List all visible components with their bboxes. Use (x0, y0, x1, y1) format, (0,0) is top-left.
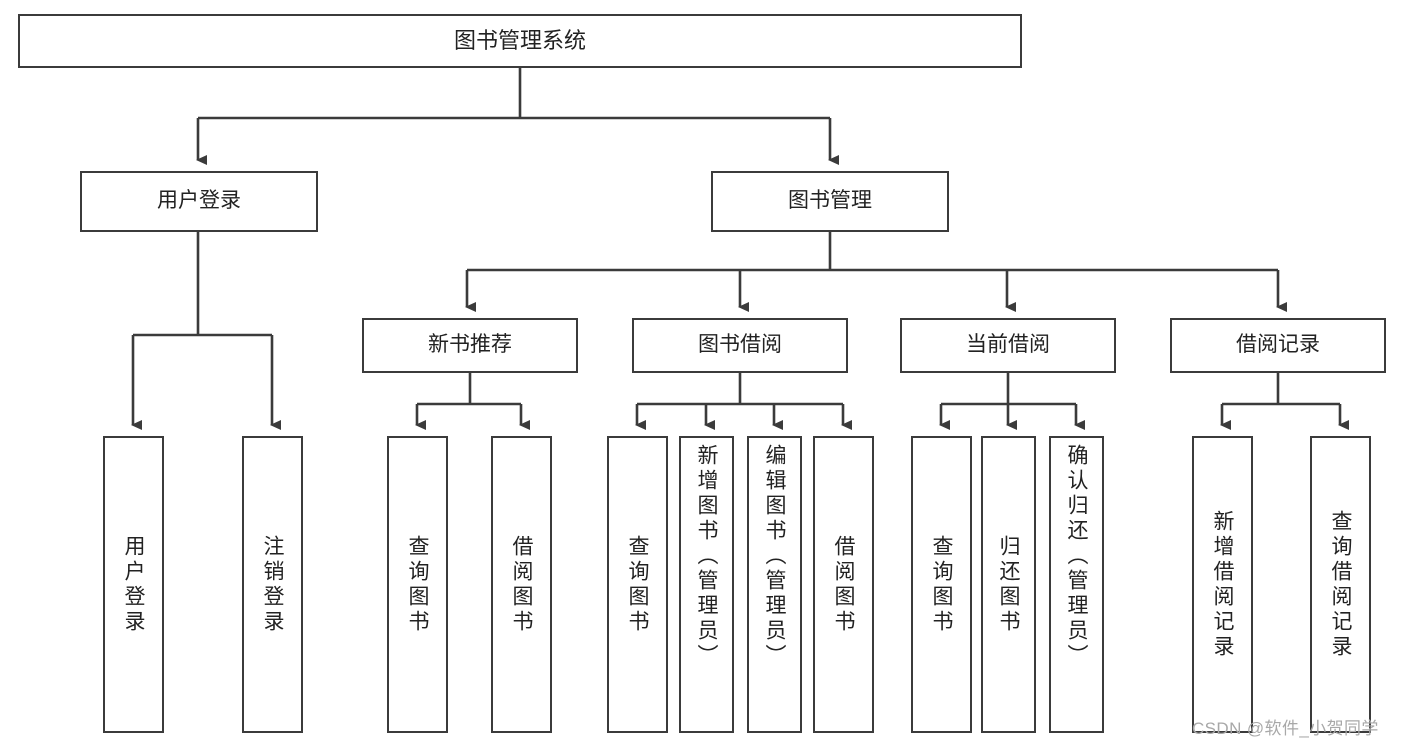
leaf-return-book[interactable]: 归还图书 (981, 436, 1036, 733)
leaf-query-borrow-record[interactable]: 查询借阅记录 (1310, 436, 1371, 733)
node-label: 查询图书 (930, 534, 953, 635)
node-label: 注销登录 (261, 534, 284, 635)
node-label: 查询借阅记录 (1329, 509, 1352, 660)
leaf-query-book-current[interactable]: 查询图书 (911, 436, 972, 733)
node-label: 当前借阅 (966, 333, 1050, 357)
node-label: 编辑图书（管理员） (763, 444, 786, 669)
node-book-management[interactable]: 图书管理 (711, 171, 949, 232)
leaf-user-logout[interactable]: 注销登录 (242, 436, 303, 733)
node-label: 新增图书（管理员） (695, 444, 718, 669)
node-label: 用户登录 (122, 534, 145, 635)
node-borrow-record[interactable]: 借阅记录 (1170, 318, 1386, 373)
node-label: 确认归还（管理员） (1065, 444, 1088, 669)
leaf-confirm-return-admin[interactable]: 确认归还（管理员） (1049, 436, 1104, 733)
leaf-add-borrow-record[interactable]: 新增借阅记录 (1192, 436, 1253, 733)
leaf-add-book-admin[interactable]: 新增图书（管理员） (679, 436, 734, 733)
node-book-borrow[interactable]: 图书借阅 (632, 318, 848, 373)
leaf-borrow-book-new-recommend[interactable]: 借阅图书 (491, 436, 552, 733)
leaf-edit-book-admin[interactable]: 编辑图书（管理员） (747, 436, 802, 733)
node-label: 图书管理系统 (453, 28, 586, 54)
node-label: 查询图书 (626, 534, 649, 635)
node-new-book-recommend[interactable]: 新书推荐 (362, 318, 578, 373)
node-label: 新书推荐 (428, 333, 512, 357)
leaf-query-book-new-recommend[interactable]: 查询图书 (387, 436, 448, 733)
leaf-user-login[interactable]: 用户登录 (103, 436, 164, 733)
node-current-borrow[interactable]: 当前借阅 (900, 318, 1116, 373)
csdn-watermark: CSDN @软件_小贺同学 (1192, 719, 1379, 738)
node-label: 归还图书 (997, 534, 1020, 635)
node-label: 图书管理 (788, 189, 872, 213)
node-root-book-management-system[interactable]: 图书管理系统 (18, 14, 1022, 68)
node-label: 图书借阅 (698, 333, 782, 357)
node-label: 借阅图书 (510, 534, 533, 635)
leaf-borrow-book-borrow[interactable]: 借阅图书 (813, 436, 874, 733)
leaf-query-book-borrow[interactable]: 查询图书 (607, 436, 668, 733)
node-label: 查询图书 (406, 534, 429, 635)
node-label: 借阅图书 (832, 534, 855, 635)
node-label: 用户登录 (157, 189, 241, 213)
node-label: 新增借阅记录 (1211, 509, 1234, 660)
node-label: 借阅记录 (1236, 333, 1320, 357)
node-user-login[interactable]: 用户登录 (80, 171, 318, 232)
